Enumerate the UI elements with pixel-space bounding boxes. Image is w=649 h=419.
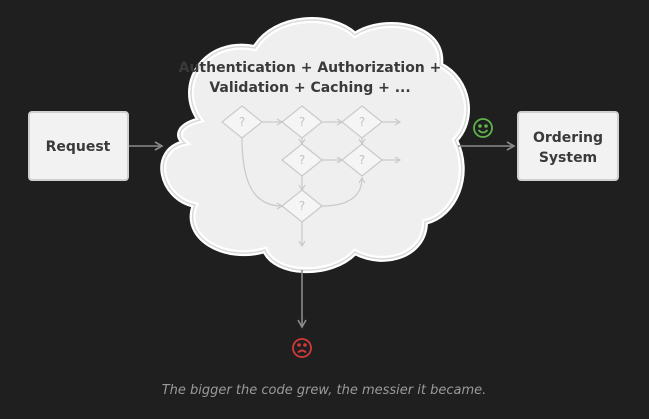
decision-diamonds [221, 105, 383, 223]
decision-diamond [281, 189, 323, 223]
ordering-label-line1: Ordering [533, 130, 603, 146]
cloud-title-line2: Validation + Caching + ... [209, 80, 410, 96]
decision-mark: ? [299, 115, 305, 129]
cloud-title-line1: Authentication + Authorization + [179, 60, 442, 76]
decision-diamond [281, 143, 323, 177]
decision-diamond [281, 105, 323, 139]
decision-mark: ? [239, 115, 245, 129]
decision-mark: ? [359, 115, 365, 129]
decision-mark: ? [299, 199, 305, 213]
decision-diamond [221, 105, 263, 139]
happy-face-icon [473, 118, 493, 138]
diagram-caption: The bigger the code grew, the messier it… [162, 383, 487, 398]
request-box: Request [28, 111, 129, 181]
request-label: Request [46, 139, 111, 155]
decision-mark: ? [359, 153, 365, 167]
decision-diamond [341, 105, 383, 139]
messy-code-cloud [160, 17, 470, 274]
ordering-label-line2: System [539, 150, 597, 166]
decision-diamond [341, 143, 383, 177]
decision-marks: ? ? ? ? ? ? [239, 115, 365, 213]
decision-mark: ? [299, 153, 305, 167]
flowchart-connectors [241, 118, 402, 248]
ordering-system-box: Ordering System [517, 111, 619, 181]
sad-face-icon [292, 338, 312, 358]
